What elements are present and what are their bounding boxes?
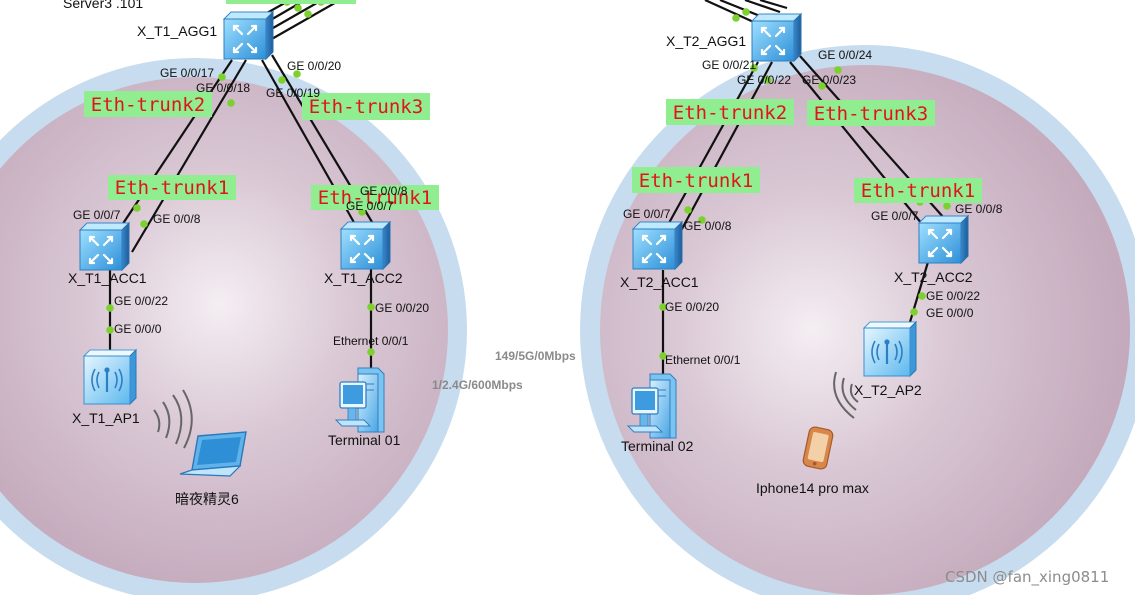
trunk-label-t1-acc2-1: Eth-trunk1 — [311, 185, 439, 210]
device-label-laptop: 暗夜精灵6 — [175, 491, 239, 507]
trunk-label-t2-agg-2: Eth-trunk2 — [666, 99, 794, 125]
trunk-label-t1-agg-3: Eth-trunk3 — [302, 93, 430, 120]
switch-icon[interactable] — [222, 10, 275, 61]
wifi-signal-icon — [833, 371, 859, 419]
port-label: GE 0/0/21 — [702, 58, 756, 72]
rate-label: 1/2.4G/600Mbps — [432, 378, 523, 392]
port-label: Ethernet 0/0/1 — [665, 353, 741, 367]
trunk-label-t2-acc1-1: Eth-trunk1 — [632, 167, 760, 193]
switch-icon[interactable] — [750, 12, 803, 63]
port-label: GE 0/0/19 — [266, 86, 320, 100]
area-zone-left — [0, 58, 467, 595]
port-label: GE 0/0/24 — [818, 48, 872, 62]
svg-text:Eth-trunk1: Eth-trunk1 — [861, 180, 975, 202]
access-point-icon[interactable] — [862, 320, 918, 378]
device-label-t1-agg1: X_T1_AGG1 — [137, 23, 217, 39]
device-label-terminal01: Terminal 01 — [328, 432, 401, 448]
port-label: GE 0/0/7 — [73, 208, 121, 222]
partial-trunk-label-top — [226, 0, 356, 4]
svg-text:Eth-trunk3: Eth-trunk3 — [814, 103, 928, 125]
port-label: GE 0/0/22 — [926, 289, 980, 303]
device-label-t2-ap2: X_T2_AP2 — [854, 382, 922, 398]
laptop-icon[interactable] — [179, 431, 247, 477]
trunk-label-t1-acc1-1: Eth-trunk1 — [108, 175, 236, 200]
device-label-t1-acc2: X_T1_ACC2 — [324, 270, 403, 286]
phone-icon[interactable] — [802, 426, 834, 470]
port-label: GE 0/0/7 — [871, 209, 919, 223]
switch-icon[interactable] — [78, 221, 131, 272]
port-label: GE 0/0/22 — [737, 73, 791, 87]
svg-text:Eth-trunk3: Eth-trunk3 — [309, 96, 423, 118]
port-label: Ethernet 0/0/1 — [333, 334, 409, 348]
switch-icon[interactable] — [631, 220, 684, 271]
trunk-label-t2-agg-3: Eth-trunk3 — [807, 100, 935, 126]
partial-server-label: Server3 .101 — [63, 0, 143, 11]
port-label: GE 0/0/0 — [114, 322, 162, 336]
port-label: GE 0/0/8 — [153, 212, 201, 226]
port-label: GE 0/0/20 — [375, 301, 429, 315]
port-label: GE 0/0/8 — [955, 202, 1003, 216]
wifi-signal-icon — [153, 389, 193, 449]
svg-text:Eth-trunk1: Eth-trunk1 — [318, 187, 432, 209]
port-label: GE 0/0/18 — [196, 81, 250, 95]
switch-icon[interactable] — [917, 214, 970, 265]
device-label-t1-acc1: X_T1_ACC1 — [68, 270, 147, 286]
port-label: GE 0/0/20 — [665, 300, 719, 314]
device-label-t1-ap1: X_T1_AP1 — [72, 410, 140, 426]
device-label-t2-acc2: X_T2_ACC2 — [894, 269, 973, 285]
watermark: CSDN @fan_xing0811 — [945, 568, 1109, 587]
port-label: GE 0/0/0 — [926, 306, 974, 320]
device-label-terminal02: Terminal 02 — [621, 438, 694, 454]
trunk-label-t1-agg-2: Eth-trunk2 — [84, 91, 212, 117]
port-label: GE 0/0/8 — [360, 184, 408, 198]
device-label-t2-acc1: X_T2_ACC1 — [620, 274, 699, 290]
port-label: GE 0/0/17 — [160, 66, 214, 80]
port-label: GE 0/0/7 — [623, 207, 671, 221]
trunk-label-t2-acc2-1: Eth-trunk1 — [854, 178, 982, 203]
switch-icon[interactable] — [339, 220, 392, 271]
access-point-icon[interactable] — [82, 348, 138, 406]
port-label: GE 0/0/8 — [684, 219, 732, 233]
svg-text:Eth-trunk2: Eth-trunk2 — [673, 102, 787, 124]
svg-text:Eth-trunk1: Eth-trunk1 — [115, 177, 229, 199]
device-label-phone: Iphone14 pro max — [756, 480, 869, 496]
svg-text:Eth-trunk1: Eth-trunk1 — [639, 170, 753, 192]
port-label: GE 0/0/23 — [802, 73, 856, 87]
rate-label: 149/5G/0Mbps — [495, 349, 576, 363]
device-label-t2-agg1: X_T2_AGG1 — [666, 33, 746, 49]
port-label: GE 0/0/22 — [114, 294, 168, 308]
svg-text:Eth-trunk2: Eth-trunk2 — [91, 94, 205, 116]
port-label: GE 0/0/7 — [346, 199, 394, 213]
port-label: GE 0/0/20 — [287, 59, 341, 73]
